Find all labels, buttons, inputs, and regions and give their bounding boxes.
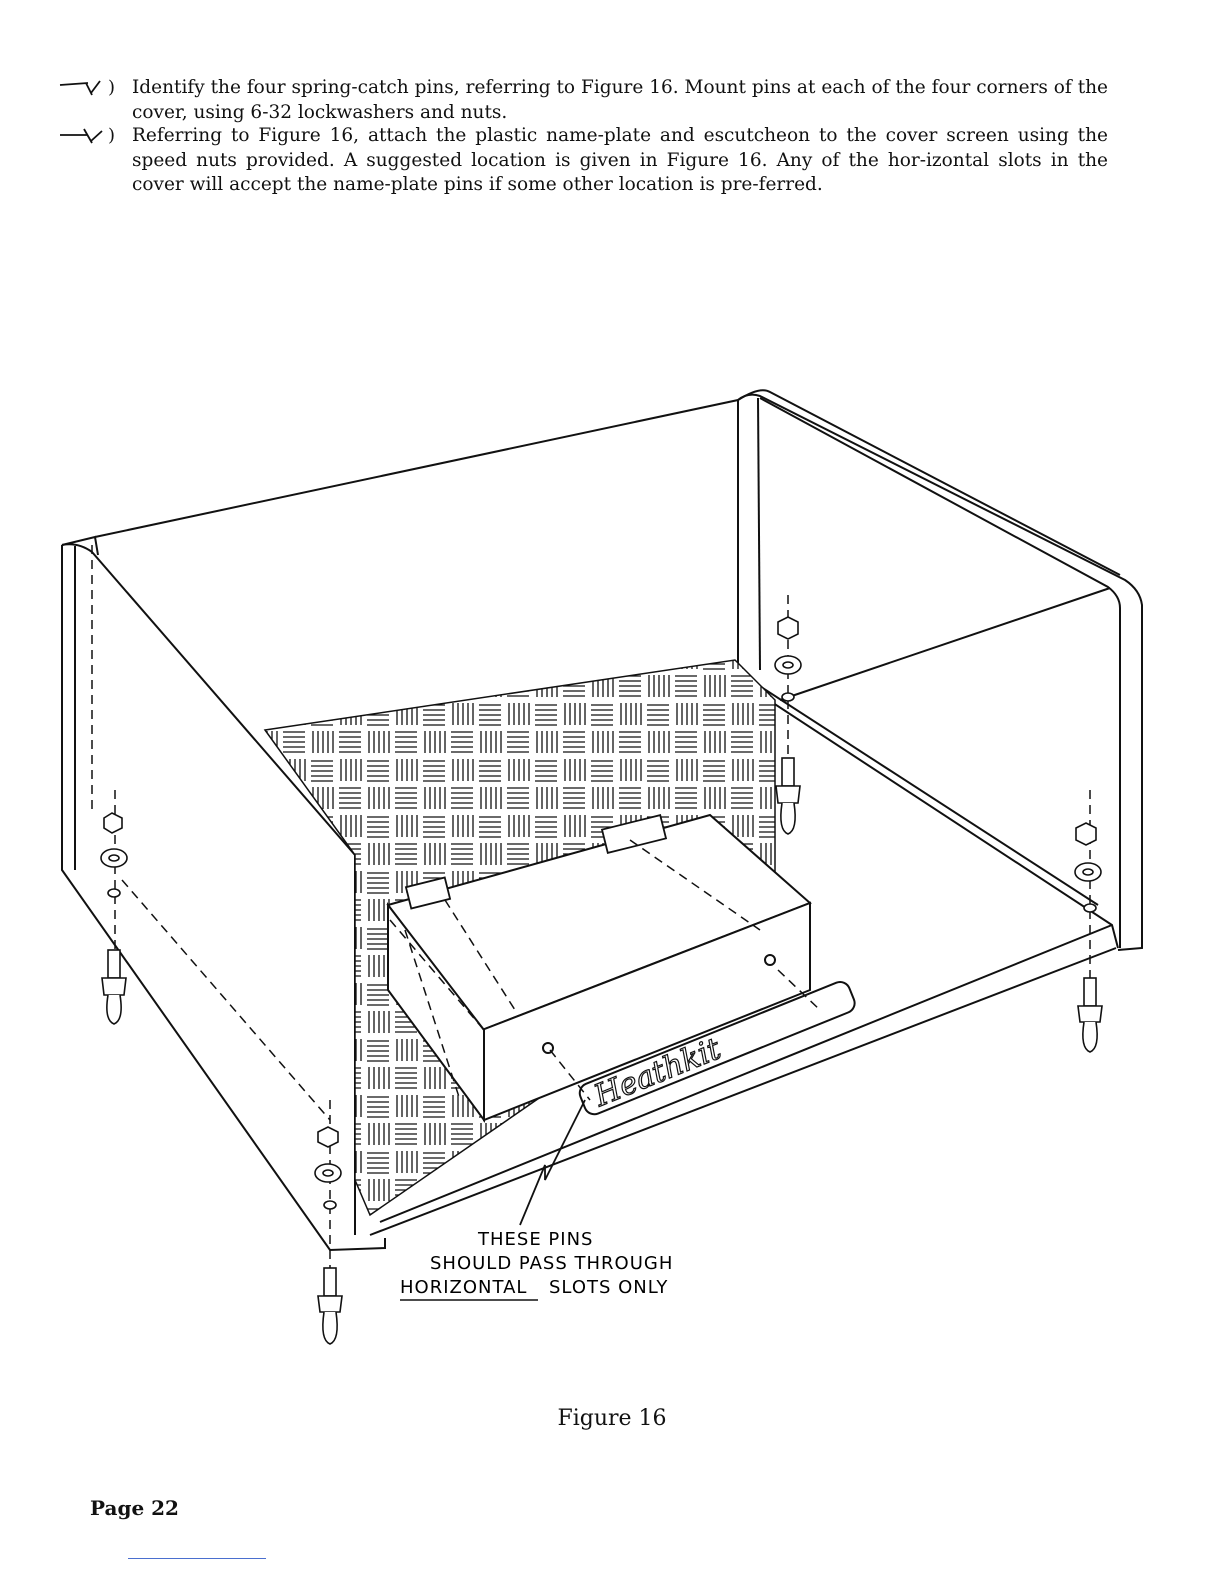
- svg-text:SHOULD PASS THROUGH: SHOULD PASS THROUGH: [430, 1253, 673, 1274]
- svg-text:SLOTS ONLY: SLOTS ONLY: [549, 1277, 668, 1298]
- cabinet-cover: [61, 389, 1143, 1252]
- checkmark-icon: [58, 127, 108, 152]
- spring-catch-pin-front-right: [314, 1126, 343, 1345]
- footer-rule: [128, 1558, 266, 1559]
- step-checkbox[interactable]: ): [58, 124, 132, 198]
- instruction-step-2: ) Referring to Figure 16, attach the pla…: [58, 124, 1108, 198]
- spring-catch-pin-front-left: [100, 812, 128, 1025]
- callout-text: THESE PINS SHOULD PASS THROUGH HORIZONTA…: [400, 1229, 673, 1301]
- callout-leader: [519, 1099, 586, 1226]
- svg-text:THESE PINS: THESE PINS: [477, 1229, 593, 1250]
- step-text: Referring to Figure 16, attach the plast…: [132, 125, 1108, 195]
- page-number: Page 22: [90, 1496, 179, 1520]
- checkmark-icon: [58, 79, 108, 104]
- spring-catch-pin-rear-right: [1074, 822, 1103, 1053]
- svg-text:HORIZONTAL: HORIZONTAL: [400, 1277, 527, 1298]
- figure-16-illustration: Heathkit: [61, 389, 1143, 1345]
- figure-caption: Figure 16: [557, 1406, 667, 1431]
- step-checkbox[interactable]: ): [58, 76, 132, 125]
- step-text: Identify the four spring-catch pins, ref…: [132, 77, 1108, 123]
- instruction-step-1: ) Identify the four spring-catch pins, r…: [58, 76, 1108, 125]
- spring-catch-pin-rear-left: [774, 616, 802, 835]
